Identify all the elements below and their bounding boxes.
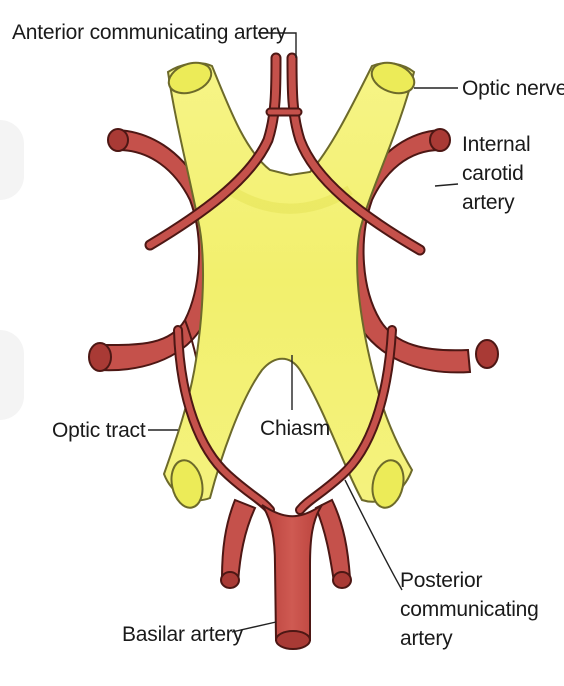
label-posterior-communicating-line-2: communicating (400, 595, 539, 624)
label-internal-carotid-line-2: carotid (462, 159, 530, 188)
label-posterior-communicating-line-1: Posterior (400, 566, 539, 595)
label-internal-carotid-line-1: Internal (462, 130, 530, 159)
leader-internal-carotid (435, 184, 458, 186)
label-posterior-communicating-artery: Posterior communicating artery (400, 566, 539, 653)
label-basilar-artery: Basilar artery (122, 624, 243, 645)
label-chiasm: Chiasm (260, 418, 330, 439)
label-anterior-communicating-artery: Anterior communicating artery (12, 22, 286, 43)
label-optic-nerve: Optic nerve (462, 78, 564, 99)
label-optic-tract: Optic tract (52, 420, 146, 441)
label-posterior-communicating-line-3: artery (400, 624, 539, 653)
label-internal-carotid-artery: Internal carotid artery (462, 130, 530, 217)
label-internal-carotid-line-3: artery (462, 188, 530, 217)
